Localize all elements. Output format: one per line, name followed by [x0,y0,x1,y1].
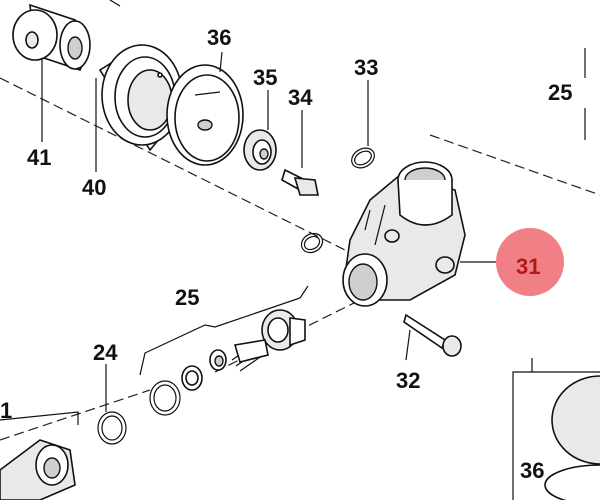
callout-33[interactable]: 33 [354,55,378,80]
part-41-cylinder [12,0,121,71]
callout-36-bottom[interactable]: 36 [520,458,544,483]
bracket-25-bottom [139,285,309,376]
part-31-valve-body [342,161,466,307]
callout-24[interactable]: 24 [93,340,118,365]
callout-40[interactable]: 40 [82,175,106,200]
part-33-orings [300,147,375,254]
highlight-circle-31 [496,228,564,296]
leader-lines [41,51,533,412]
part-25-valve-kit [149,309,306,416]
part-32-bolt [403,313,462,357]
callout-32[interactable]: 32 [396,368,420,393]
callout-35[interactable]: 35 [253,65,277,90]
part-34-screw [281,168,319,196]
part-24-oring [97,411,127,445]
part-1-fitting [0,439,76,500]
part-35-washer [243,129,277,171]
callout-41[interactable]: 41 [27,145,51,170]
callout-25-right[interactable]: 25 [548,80,572,105]
callout-34[interactable]: 34 [288,85,313,110]
part-36-diaphragm [166,64,244,166]
callout-25-bottom[interactable]: 25 [175,285,199,310]
callout-36-top[interactable]: 36 [207,25,231,50]
callout-31[interactable]: 31 [516,254,540,279]
callout-1[interactable]: 1 [0,398,12,423]
bracket-1 [0,411,79,425]
inset-panel [512,371,600,500]
part-40-sleeve [98,43,183,152]
